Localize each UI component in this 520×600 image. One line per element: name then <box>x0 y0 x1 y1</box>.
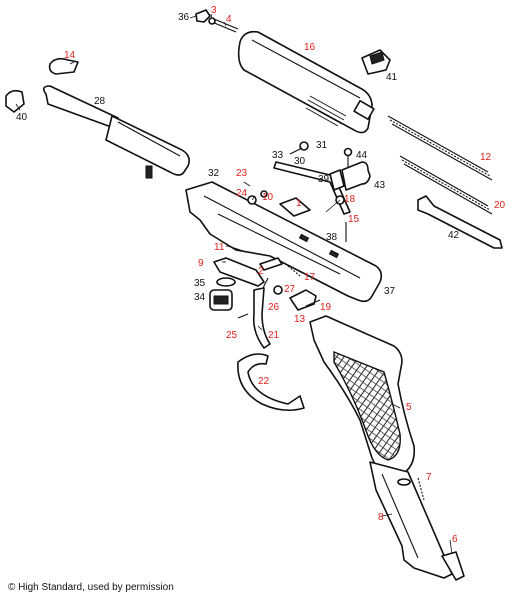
part-11-pin <box>227 245 247 253</box>
callout-labels: 36 3 4 16 14 41 28 40 31 33 30 44 12 32 … <box>16 5 506 545</box>
part-25-pin <box>237 313 249 319</box>
label-part-44: 44 <box>356 150 368 161</box>
label-part-21: 21 <box>268 330 280 341</box>
part-6-follower <box>441 551 465 581</box>
part-14-sight <box>48 57 79 75</box>
part-16-slide <box>237 30 375 134</box>
label-part-6: 6 <box>452 534 458 545</box>
part-39-piece <box>329 169 345 191</box>
part-34-knob <box>209 289 233 311</box>
label-part-13: 13 <box>294 314 306 325</box>
label-part-36: 36 <box>178 12 190 23</box>
label-part-33: 33 <box>272 150 284 161</box>
part-35-washer <box>216 277 236 287</box>
label-part-34: 34 <box>194 292 206 303</box>
part-43-cylinder <box>341 161 371 191</box>
label-part-19: 19 <box>320 302 332 313</box>
part-36-plunger <box>195 9 211 23</box>
copyright-notice: © High Standard, used by permission <box>8 582 174 593</box>
part-2-link <box>259 257 283 271</box>
label-part-40: 40 <box>16 112 28 123</box>
part-28-barrel <box>42 85 190 179</box>
label-part-25: 25 <box>226 330 238 341</box>
part-40-part <box>5 89 25 113</box>
part-41-block <box>361 49 391 75</box>
label-part-43: 43 <box>374 180 386 191</box>
label-part-35: 35 <box>194 278 206 289</box>
label-part-8: 8 <box>378 512 384 523</box>
label-part-23: 23 <box>236 168 248 179</box>
label-part-32: 32 <box>208 168 220 179</box>
label-part-11: 11 <box>214 242 225 253</box>
label-part-39: 39 <box>318 174 330 185</box>
part-27-pin <box>273 285 283 295</box>
part-22-trigger-guard <box>237 353 305 412</box>
label-part-16: 16 <box>304 42 316 53</box>
leader-lines <box>15 13 453 555</box>
label-part-24: 24 <box>236 188 248 199</box>
part-17-spring <box>287 265 301 277</box>
label-part-7: 7 <box>426 472 432 483</box>
part-19-pin <box>305 299 321 307</box>
part-5-grip <box>309 315 416 476</box>
label-part-42: 42 <box>448 230 460 241</box>
part-21-trigger <box>252 287 271 349</box>
label-part-9: 9 <box>198 258 204 269</box>
label-part-28: 28 <box>94 96 106 107</box>
part-37-frame <box>185 181 383 303</box>
label-part-3: 3 <box>211 5 217 16</box>
label-part-1: 1 <box>296 198 302 209</box>
label-part-4: 4 <box>226 14 232 25</box>
label-part-37: 37 <box>384 286 396 297</box>
part-4-pin <box>208 17 239 33</box>
label-part-26: 26 <box>268 302 280 313</box>
label-part-38: 38 <box>326 232 338 243</box>
part-7-pin <box>417 477 425 501</box>
label-part-20: 20 <box>494 200 506 211</box>
label-part-12: 12 <box>480 152 492 163</box>
part-31-pin <box>289 141 309 155</box>
label-part-30: 30 <box>294 156 306 167</box>
label-part-18: 18 <box>344 194 356 205</box>
label-part-2: 2 <box>258 266 264 277</box>
label-part-27: 27 <box>284 284 296 295</box>
label-part-5: 5 <box>406 402 412 413</box>
part-20-spring <box>399 155 493 215</box>
part-9-sear <box>213 257 265 287</box>
part-42-guide-rod <box>417 195 503 249</box>
label-part-22: 22 <box>258 376 270 387</box>
part-8-magazine <box>369 461 453 579</box>
label-part-14: 14 <box>64 50 76 61</box>
label-part-31: 31 <box>316 140 328 151</box>
label-part-17: 17 <box>304 272 316 283</box>
label-part-41: 41 <box>386 72 398 83</box>
part-12-spring <box>387 115 493 181</box>
label-part-10: 10 <box>262 192 274 203</box>
part-44-screw <box>343 147 353 168</box>
label-part-15: 15 <box>348 214 360 225</box>
